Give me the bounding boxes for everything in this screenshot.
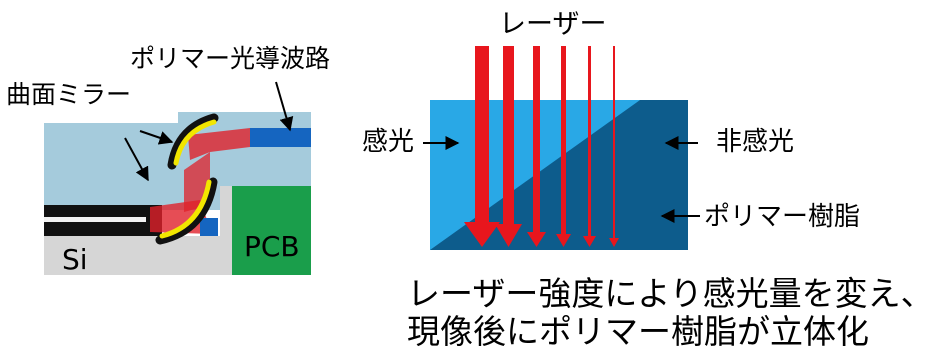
label-polymer-waveguide: ポリマー光導波路 bbox=[130, 44, 330, 73]
chip-stripe bbox=[44, 217, 146, 222]
si-substrate bbox=[44, 186, 232, 275]
caption: レーザー強度により感光量を変え、 現像後にポリマー樹脂が立体化 bbox=[407, 274, 934, 351]
curved-mirror-upper bbox=[167, 113, 219, 170]
left-diagram: 曲面ミラー ポリマー光導波路 Si PCB bbox=[6, 44, 330, 276]
reflector-block bbox=[200, 218, 218, 236]
label-polymer-resin: ポリマー樹脂 bbox=[704, 202, 860, 232]
label-pcb: PCB bbox=[244, 230, 300, 263]
unexposed-region bbox=[430, 100, 688, 250]
mirror-pointer-upper bbox=[139, 130, 174, 145]
label-si: Si bbox=[62, 243, 88, 276]
laser-arrow-5 bbox=[583, 46, 596, 247]
label-curved-mirror: 曲面ミラー bbox=[6, 80, 131, 109]
laser-arrow-2 bbox=[495, 46, 522, 247]
waveguide-pointer bbox=[275, 81, 294, 132]
laser-arrow-4 bbox=[556, 46, 571, 247]
caption-line-1: レーザー強度により感光量を変え、 bbox=[407, 274, 934, 313]
curved-mirror-upper-face bbox=[173, 119, 217, 166]
mirror-pointer-lower bbox=[124, 137, 149, 182]
waveguide-core bbox=[250, 128, 311, 147]
curved-mirror-lower-face bbox=[159, 179, 212, 239]
label-exposed: 感光 bbox=[362, 127, 414, 157]
laser-arrows bbox=[464, 46, 619, 247]
label-unexposed: 非感光 bbox=[716, 127, 794, 157]
right-diagram: レーザー 感光 非感光 ポリマー樹脂 bbox=[362, 9, 860, 250]
curved-mirror-lower bbox=[155, 177, 218, 245]
laser-arrow-3 bbox=[527, 46, 546, 247]
laser-arrow-6 bbox=[609, 46, 619, 247]
laser-arrow-1 bbox=[464, 46, 500, 247]
beam-horizontal-upper bbox=[188, 128, 250, 160]
caption-line-2: 現像後にポリマー樹脂が立体化 bbox=[407, 312, 869, 351]
label-laser: レーザー bbox=[499, 9, 606, 40]
pcb-block bbox=[232, 186, 311, 275]
